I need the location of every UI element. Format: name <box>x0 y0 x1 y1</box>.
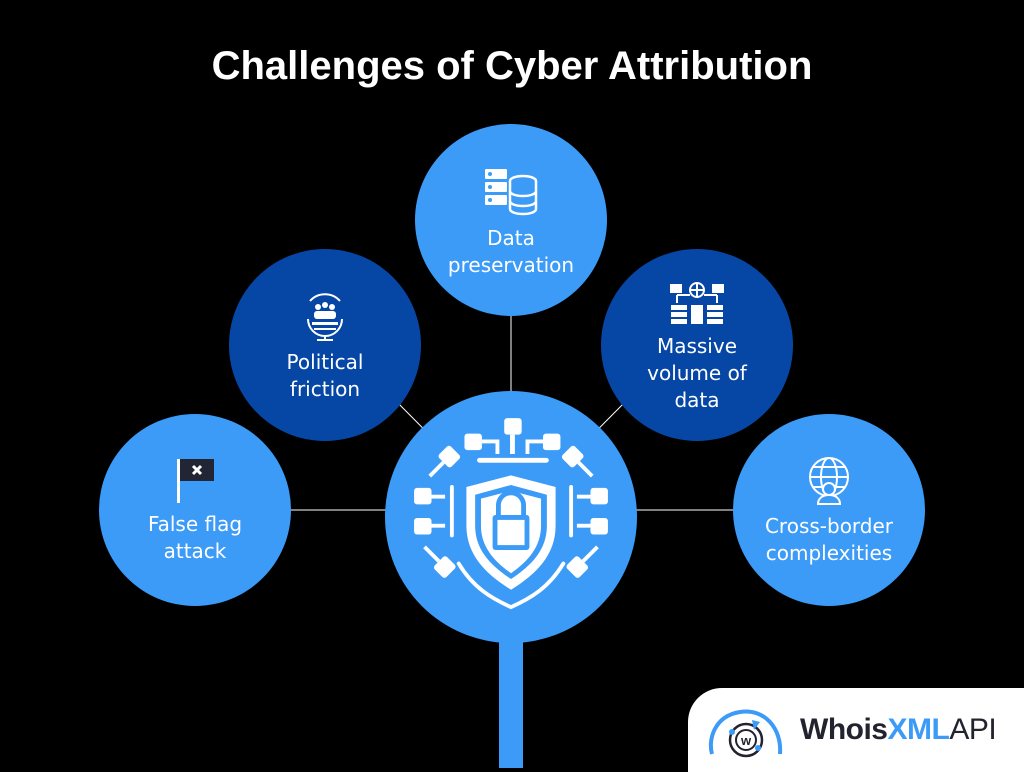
node-label: Political friction <box>286 350 364 401</box>
node-label: Cross-border complexities <box>764 514 894 565</box>
logo-wordmark: WhoisXMLAPI <box>800 713 997 747</box>
node-cross-border-complexities: Cross-border complexities <box>733 414 925 606</box>
server-database-icon <box>485 169 538 216</box>
node-false-flag-attack: False flag attack <box>99 414 291 606</box>
node-political-friction: Political friction <box>229 249 421 441</box>
network-servers-icon <box>670 281 724 324</box>
node-massive-volume-of-data: Massive volume of data <box>601 249 793 441</box>
center-hub <box>385 391 637 643</box>
whoisxmlapi-logo: w WhoisXMLAPI <box>688 688 1024 772</box>
logo-text-api: API <box>949 713 997 746</box>
node-data-preservation: Data preservation <box>415 124 607 316</box>
shield-lock-circuit-icon <box>414 418 608 610</box>
logo-text-xml: XML <box>887 713 950 746</box>
node-label: Data preservation <box>447 226 575 277</box>
stem-bar <box>499 620 523 768</box>
flag-x-icon <box>177 459 214 503</box>
logo-mark-icon: w <box>708 709 783 758</box>
page-title: Challenges of Cyber Attribution <box>211 44 813 88</box>
node-label: False flag attack <box>147 512 243 563</box>
svg-text:w: w <box>740 733 752 748</box>
logo-text-whois: Whois <box>800 713 888 746</box>
globe-person-icon <box>809 457 849 505</box>
globe-people-icon <box>307 293 343 341</box>
node-label: Massive volume of data <box>647 333 747 412</box>
